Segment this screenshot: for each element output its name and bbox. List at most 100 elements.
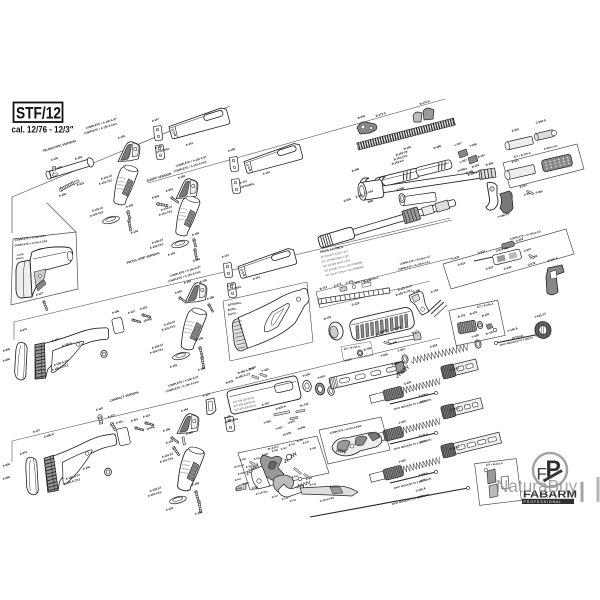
svg-text:B-144-FWS: B-144-FWS bbox=[256, 490, 269, 496]
svg-text:C-476: C-476 bbox=[345, 279, 354, 285]
svg-text:SPARE BARRELS.: SPARE BARRELS. bbox=[319, 245, 344, 254]
svg-text:A-154: A-154 bbox=[183, 279, 192, 285]
svg-text:B-175-A: B-175-A bbox=[375, 111, 386, 118]
svg-text:A-605: A-605 bbox=[2, 347, 11, 353]
svg-text:A-195: A-195 bbox=[111, 309, 120, 315]
svg-text:B-756: B-756 bbox=[363, 346, 372, 352]
svg-text:E-012: E-012 bbox=[519, 183, 528, 189]
svg-text:B-142-CK3: B-142-CK3 bbox=[393, 153, 408, 161]
svg-text:A-103-CK1: A-103-CK1 bbox=[147, 490, 162, 498]
svg-text:F-438: F-438 bbox=[471, 333, 480, 339]
svg-text:cal. 12/76 - 12/3": cal. 12/76 - 12/3" bbox=[12, 125, 74, 135]
svg-text:B-734: B-734 bbox=[323, 315, 332, 321]
svg-text:A-104: A-104 bbox=[130, 229, 139, 235]
svg-text:A-112: A-112 bbox=[139, 305, 148, 311]
svg-text:G-076: G-076 bbox=[527, 261, 536, 267]
svg-text:B-975: B-975 bbox=[303, 441, 310, 445]
svg-text:OPTIONAL: OPTIONAL bbox=[420, 398, 433, 404]
svg-text:B-713: B-713 bbox=[319, 285, 328, 291]
svg-text:8BD: 8BD bbox=[367, 198, 374, 203]
svg-text:OPTIONAL: OPTIONAL bbox=[420, 477, 433, 483]
svg-text:NaturaBuy: NaturaBuy bbox=[496, 476, 578, 496]
svg-text:A-111: A-111 bbox=[115, 419, 124, 425]
svg-text:A-105: A-105 bbox=[191, 481, 200, 487]
svg-text:B-002: B-002 bbox=[225, 379, 234, 385]
svg-text:B-013: B-013 bbox=[252, 486, 259, 490]
svg-text:SHOT REDUCER TO 2 SHOTS: SHOT REDUCER TO 2 SHOTS bbox=[394, 440, 428, 451]
svg-text:F-391-A: F-391-A bbox=[449, 406, 460, 412]
svg-text:A-148: A-148 bbox=[227, 147, 236, 153]
svg-text:H-008: H-008 bbox=[297, 425, 306, 431]
svg-text:E-550-A: E-550-A bbox=[547, 256, 558, 263]
svg-text:E-005: E-005 bbox=[343, 197, 352, 203]
svg-text:B-046: B-046 bbox=[262, 452, 269, 457]
svg-text:COMPLETE = G-150-A-FO: COMPLETE = G-150-A-FO bbox=[509, 229, 541, 241]
svg-text:B-180: B-180 bbox=[379, 328, 388, 334]
svg-text:A-141: A-141 bbox=[252, 275, 261, 281]
svg-text:A-115: A-115 bbox=[185, 430, 194, 436]
svg-text:B-165-A-CK3: B-165-A-CK3 bbox=[237, 366, 255, 375]
svg-text:A-105: A-105 bbox=[50, 156, 59, 162]
svg-text:P R O F E S S I O N A L: P R O F E S S I O N A L bbox=[524, 500, 562, 504]
svg-text:F-402: F-402 bbox=[398, 458, 407, 464]
svg-text:B-125-A-CK1: B-125-A-CK1 bbox=[395, 288, 413, 297]
svg-text:KIT = B-757-A: KIT = B-757-A bbox=[344, 345, 361, 351]
svg-text:A-192: A-192 bbox=[117, 134, 126, 140]
svg-text:A-679: A-679 bbox=[17, 253, 25, 257]
svg-text:OPTIONAL: OPTIONAL bbox=[227, 300, 242, 307]
svg-text:A-695: A-695 bbox=[2, 475, 11, 481]
svg-text:10-120-ST: 10-120-ST bbox=[234, 464, 246, 469]
svg-text:A-101-ST: A-101-ST bbox=[161, 452, 174, 459]
svg-text:KIT = B-151-A: KIT = B-151-A bbox=[486, 461, 503, 467]
svg-text:B-025-A: B-025-A bbox=[238, 471, 247, 476]
svg-text:A-105: A-105 bbox=[165, 439, 174, 445]
svg-text:A-691: A-691 bbox=[165, 187, 174, 193]
svg-text:B-614: B-614 bbox=[282, 496, 289, 501]
svg-text:F-165-A: F-165-A bbox=[415, 486, 426, 493]
svg-text:B-167: B-167 bbox=[477, 153, 486, 159]
svg-text:A-101-ST: A-101-ST bbox=[163, 320, 176, 327]
svg-text:F-426-A: F-426-A bbox=[418, 392, 428, 398]
svg-text:B-170-A: B-170-A bbox=[419, 99, 430, 106]
svg-text:B-017: B-017 bbox=[272, 495, 279, 499]
svg-text:G-015: G-015 bbox=[457, 261, 466, 267]
svg-text:B-131: B-131 bbox=[375, 331, 384, 337]
svg-text:A-156-A-CK2: A-156-A-CK2 bbox=[51, 363, 69, 372]
svg-text:B-149: B-149 bbox=[389, 340, 398, 346]
svg-text:OPTIONAL: OPTIONAL bbox=[240, 181, 255, 189]
svg-text:A-102-ST: A-102-ST bbox=[151, 343, 164, 350]
svg-text:B-030: B-030 bbox=[240, 458, 247, 462]
svg-text:F-603: F-603 bbox=[391, 361, 400, 367]
svg-text:B-136: B-136 bbox=[393, 325, 402, 331]
svg-text:A-002: A-002 bbox=[151, 194, 160, 200]
svg-text:V-008: V-008 bbox=[469, 142, 478, 148]
svg-text:A-104: A-104 bbox=[197, 366, 206, 372]
svg-text:A-437: A-437 bbox=[107, 413, 116, 419]
svg-text:L-007: L-007 bbox=[459, 158, 468, 164]
svg-text:G-002: G-002 bbox=[515, 237, 524, 243]
svg-text:B-614: B-614 bbox=[292, 474, 299, 479]
svg-text:A-105: A-105 bbox=[195, 336, 204, 342]
svg-text:H-008's: H-008's bbox=[457, 166, 468, 173]
svg-text:SHOT REDUCER TO 3 SHOTS: SHOT REDUCER TO 3 SHOTS bbox=[394, 400, 428, 411]
svg-text:B-142-CK: B-142-CK bbox=[395, 149, 408, 157]
svg-text:G-452: G-452 bbox=[429, 343, 438, 349]
svg-text:(4X45): (4X45) bbox=[143, 317, 152, 323]
svg-text:A-103-ST: A-103-ST bbox=[151, 238, 164, 245]
svg-text:A-101-CK1: A-101-CK1 bbox=[161, 324, 176, 332]
svg-text:A-675: A-675 bbox=[19, 450, 28, 456]
svg-text:E-311: E-311 bbox=[511, 158, 520, 164]
svg-text:B-103: B-103 bbox=[471, 163, 480, 169]
svg-text:B-413: B-413 bbox=[246, 464, 253, 469]
svg-text:A-112: A-112 bbox=[142, 413, 151, 419]
svg-text:527.235.126 (6cm): 527.235.126 (6cm) bbox=[232, 395, 254, 404]
svg-text:R-232-A: R-232-A bbox=[275, 404, 286, 411]
svg-text:F-141-A: F-141-A bbox=[418, 432, 428, 438]
svg-text:A-106: A-106 bbox=[82, 465, 91, 471]
svg-text:A-106-R: A-106-R bbox=[61, 341, 72, 348]
svg-text:A-103-CK1: A-103-CK1 bbox=[149, 347, 164, 355]
svg-text:H-007: H-007 bbox=[287, 419, 296, 425]
svg-text:C-004-A: C-004-A bbox=[535, 118, 546, 125]
svg-text:C-054: C-054 bbox=[523, 191, 532, 197]
svg-text:A-102-ST: A-102-ST bbox=[149, 486, 162, 493]
